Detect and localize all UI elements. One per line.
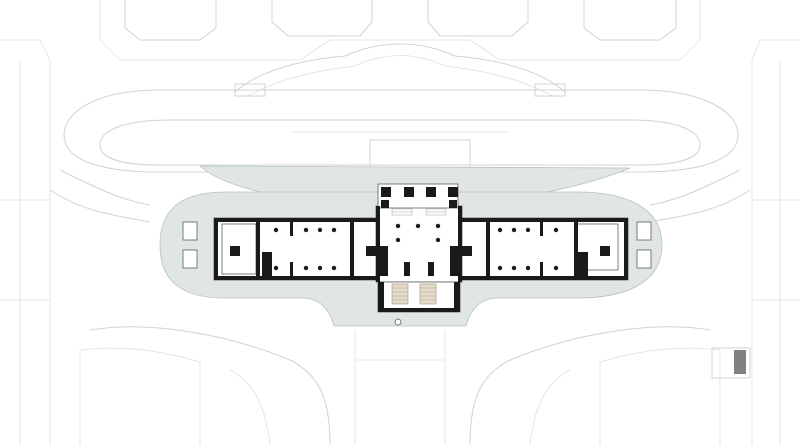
pavilion-stair — [734, 350, 746, 374]
end-pavilion-left-top — [182, 221, 198, 241]
rear-stair-block — [377, 281, 461, 313]
portico — [377, 183, 459, 209]
right-approach-curve — [649, 169, 751, 223]
portico-columns — [381, 187, 458, 208]
pavilion-bottom-right — [711, 347, 751, 379]
garden-block-left — [124, 0, 217, 41]
garden-outline-top — [99, 0, 701, 61]
lower-garden-left — [79, 347, 271, 445]
garden-block-center-left — [271, 0, 373, 37]
lower-center-paths — [354, 330, 446, 445]
forecourt-arch-inner — [247, 55, 553, 97]
left-plot-lines — [0, 39, 51, 445]
end-pavilion-right-bottom — [636, 249, 652, 269]
main-building — [213, 183, 629, 313]
entrance-steps — [391, 208, 447, 216]
end-pavilion-left-bottom — [182, 249, 198, 269]
lower-garden-right — [529, 347, 721, 445]
central-block — [375, 205, 463, 283]
garden-block-right — [583, 0, 677, 41]
gate-right — [534, 83, 566, 97]
end-pavilion-right-top — [636, 221, 652, 241]
walls — [214, 206, 628, 312]
right-plot-lines — [751, 39, 800, 445]
left-approach-curve — [49, 169, 151, 223]
garden-block-center-right — [427, 0, 529, 37]
lower-path-right — [469, 326, 711, 445]
forecourt-arch — [234, 43, 566, 93]
oval-road-inner — [99, 119, 701, 166]
terrace-marker — [394, 318, 402, 326]
gate-left — [234, 83, 266, 97]
rear-staircase — [391, 283, 437, 305]
oval-road-outer — [63, 89, 739, 173]
interior-columns — [273, 223, 559, 271]
lower-path-left — [89, 326, 331, 445]
